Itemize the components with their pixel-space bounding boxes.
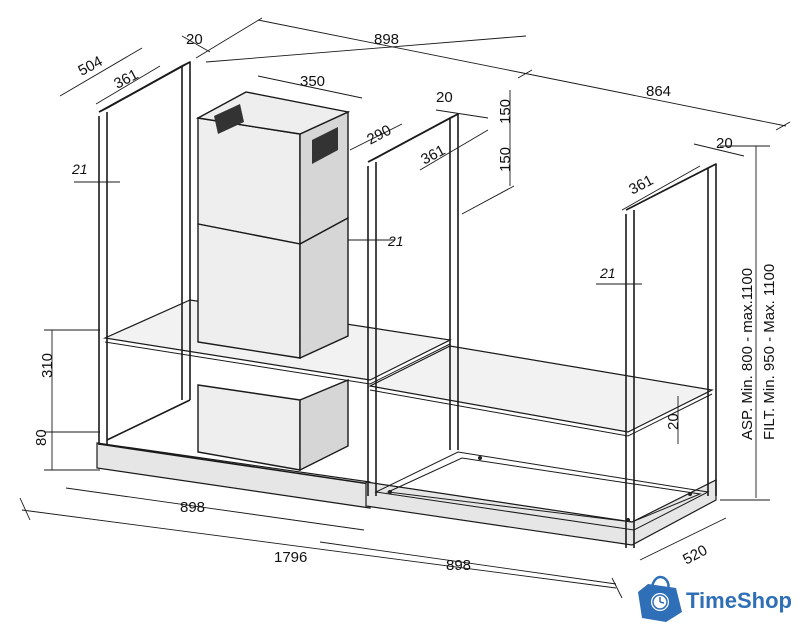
dim-150-mid: 150 (497, 147, 514, 172)
dim-361-left: 361 (111, 66, 141, 93)
left-top-rail (98, 61, 191, 113)
shopping-bag-clock-icon (638, 575, 682, 622)
note-asp: ASP. Min. 800 - max.1100 (739, 268, 756, 440)
dimension-lines (19, 17, 791, 599)
dim-20-shelf: 20 (665, 413, 682, 430)
dim-80: 80 (33, 429, 50, 446)
dim-290: 290 (364, 122, 394, 149)
chimney-upper-front (197, 117, 301, 245)
vent-grille (214, 104, 338, 164)
dim-310: 310 (39, 353, 56, 378)
dim-361-right: 361 (626, 172, 656, 199)
dim-bottom-898-left: 898 (180, 499, 205, 516)
chimney-lower-side (299, 216, 349, 360)
dim-top-864: 864 (646, 83, 671, 100)
dim-350: 350 (300, 73, 325, 90)
dim-361-mid: 361 (418, 142, 448, 169)
dim-bottom-898-right: 898 (446, 557, 471, 574)
dim-20-right: 20 (716, 135, 733, 152)
brand-logo: TimeShop (638, 575, 792, 622)
dim-21-right: 21 (599, 265, 616, 281)
dim-150-top: 150 (497, 99, 514, 124)
chimney (195, 91, 351, 472)
dim-504: 504 (75, 53, 105, 80)
dim-21-mid: 21 (387, 233, 404, 249)
brand-name: TimeShop (686, 588, 792, 613)
left-base-plinth (96, 442, 371, 509)
right-module (365, 113, 717, 548)
motor-box-side (299, 378, 349, 472)
note-filt: FILT. Min. 950 - Max. 1100 (761, 264, 778, 440)
dim-top-898: 898 (374, 31, 399, 48)
dim-20-left: 20 (186, 31, 203, 48)
dim-depth-520: 520 (680, 542, 710, 569)
dim-20-mid: 20 (436, 89, 453, 106)
dim-21-left: 21 (71, 161, 88, 177)
right-base-plinth (365, 479, 717, 546)
motor-box-front (197, 384, 301, 471)
dim-bottom-1796: 1796 (274, 549, 307, 566)
chimney-lower-front (197, 223, 301, 359)
